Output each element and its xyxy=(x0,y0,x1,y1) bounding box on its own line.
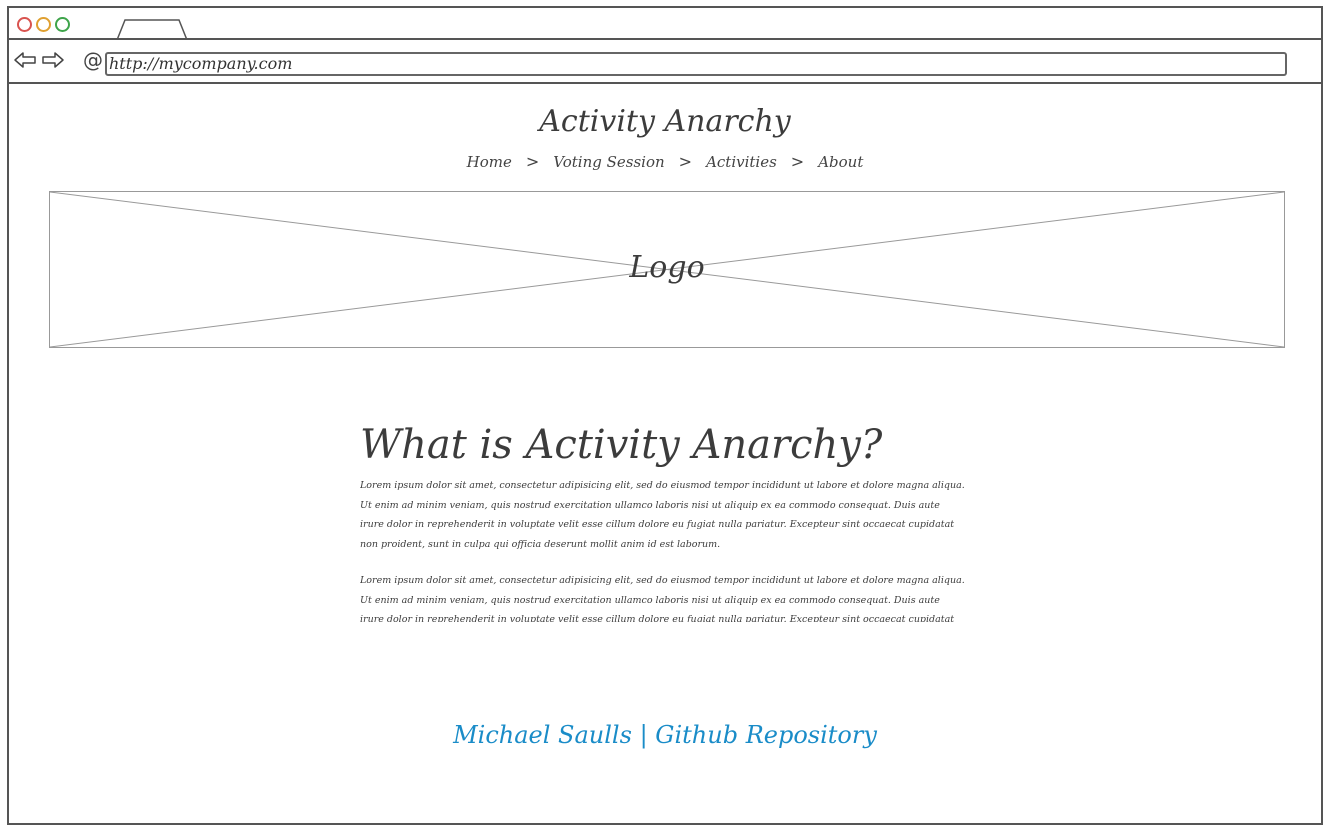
address-bar: @ http://mycompany.com xyxy=(9,40,1321,84)
footer-divider: | xyxy=(639,721,648,749)
text-scroll-area[interactable]: Lorem ipsum dolor sit amet, consectetur … xyxy=(360,476,966,622)
forward-arrow-icon[interactable] xyxy=(41,49,65,71)
close-window-button[interactable] xyxy=(17,17,32,32)
breadcrumb-activities[interactable]: Activities xyxy=(706,152,777,171)
site-title: Activity Anarchy xyxy=(539,104,791,139)
author-link[interactable]: Michael Saulls xyxy=(453,721,632,749)
paragraph: Lorem ipsum dolor sit amet, consectetur … xyxy=(360,575,965,622)
url-field[interactable]: http://mycompany.com xyxy=(105,52,1287,76)
breadcrumb-separator: > xyxy=(525,152,540,171)
breadcrumb: Home > Voting Session > Activities > Abo… xyxy=(9,152,1321,171)
breadcrumb-voting-session[interactable]: Voting Session xyxy=(553,152,665,171)
paragraph: Lorem ipsum dolor sit amet, consectetur … xyxy=(360,480,965,550)
placeholder-cross-icon xyxy=(50,192,1284,347)
reload-icon[interactable]: @ xyxy=(83,48,103,72)
breadcrumb-separator: > xyxy=(790,152,805,171)
section-heading: What is Activity Anarchy? xyxy=(360,422,883,468)
breadcrumb-home[interactable]: Home xyxy=(466,152,512,171)
logo-placeholder: Logo xyxy=(49,191,1285,348)
page-content: Activity Anarchy Home > Voting Session >… xyxy=(9,84,1321,825)
minimize-window-button[interactable] xyxy=(36,17,51,32)
footer: Michael Saulls | Github Repository xyxy=(9,721,1321,749)
back-arrow-icon[interactable] xyxy=(13,49,37,71)
github-repository-link[interactable]: Github Repository xyxy=(655,721,877,749)
maximize-window-button[interactable] xyxy=(55,17,70,32)
breadcrumb-separator: > xyxy=(678,152,693,171)
browser-window: @ http://mycompany.com Activity Anarchy … xyxy=(7,6,1323,825)
browser-tab[interactable] xyxy=(117,19,187,40)
logo-label: Logo xyxy=(629,250,705,285)
window-controls xyxy=(17,17,70,32)
title-bar xyxy=(9,8,1321,40)
about-section: What is Activity Anarchy? Lorem ipsum do… xyxy=(360,420,966,622)
breadcrumb-about[interactable]: About xyxy=(818,152,864,171)
